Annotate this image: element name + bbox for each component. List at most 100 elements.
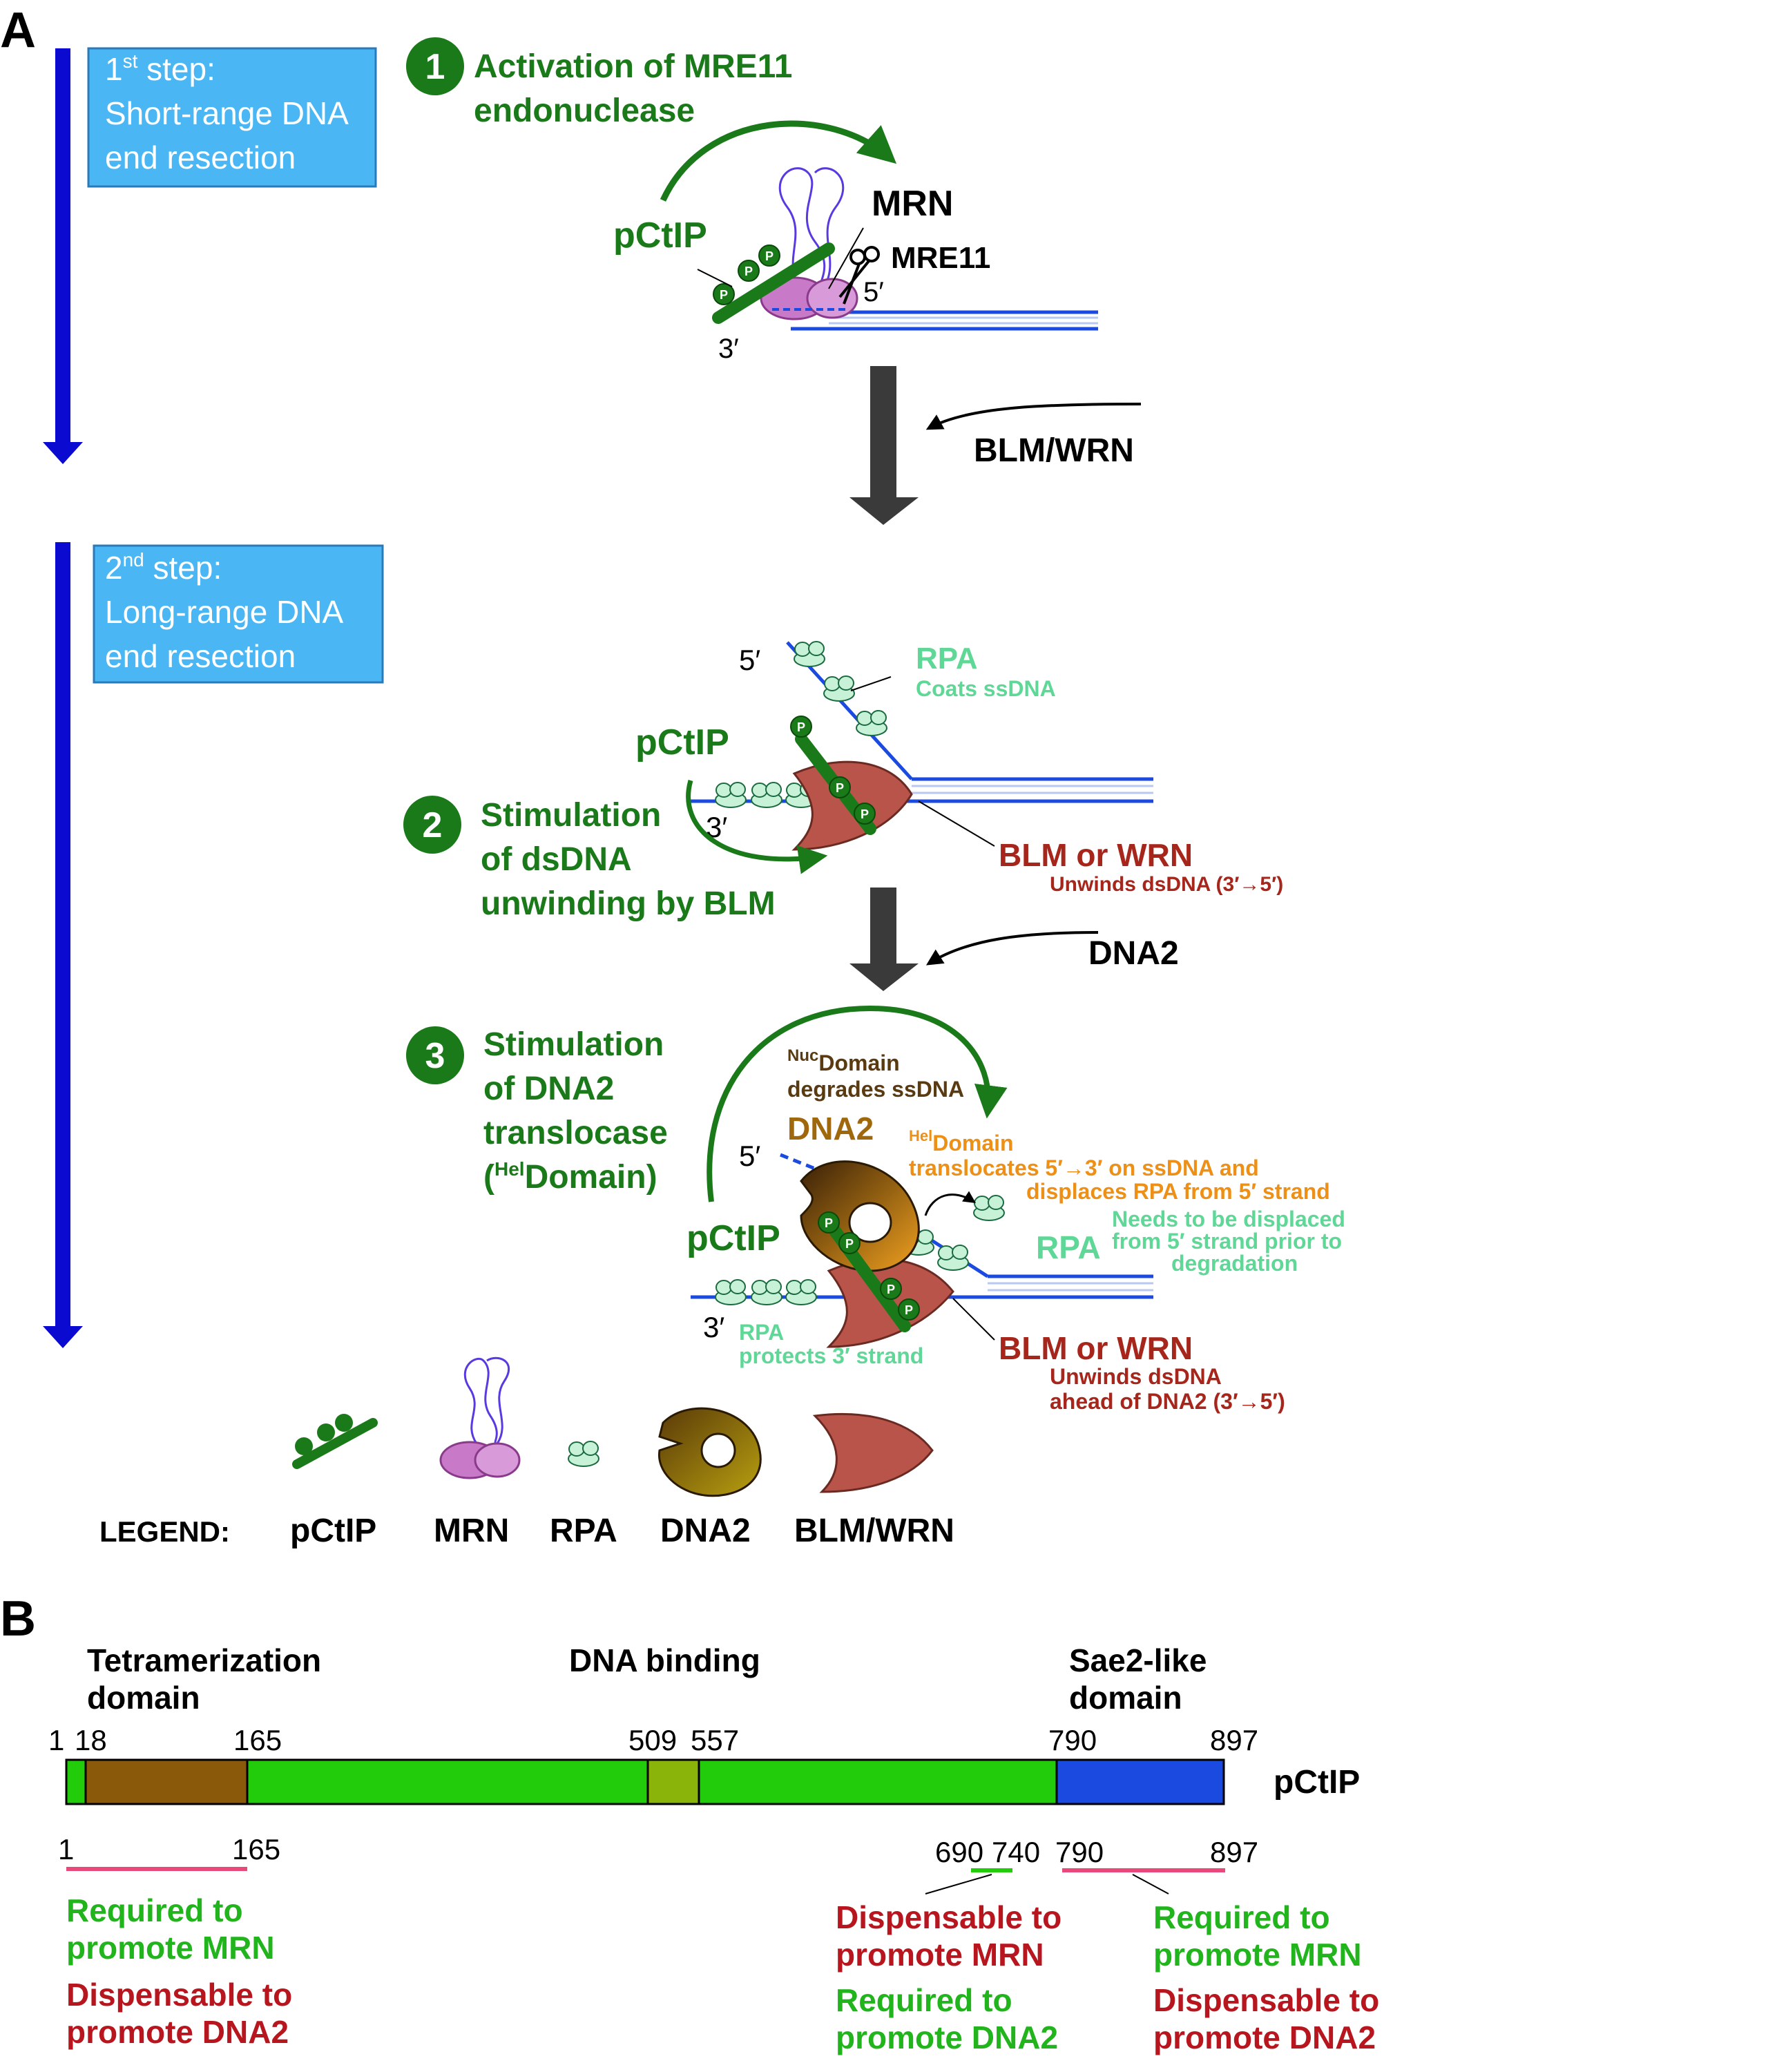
unwinds3-line1: Unwinds dsDNA: [1050, 1364, 1222, 1389]
rpa-5prime-a: [794, 641, 825, 667]
label-rpa-coats: Coats ssDNA: [916, 676, 1056, 701]
event1-arrow: [660, 120, 897, 202]
dna-duplex-1: [774, 310, 1098, 331]
pctip-complex-3: P P P P: [818, 1211, 920, 1332]
region3-start: 790: [1055, 1836, 1104, 1868]
panel-b-label: B: [0, 1591, 36, 1647]
label-3prime-3: 3′: [703, 1311, 724, 1343]
svg-text:P: P: [836, 781, 844, 795]
domain-dna-binding: DNA binding: [569, 1642, 760, 1678]
timeline-arrow-2: [43, 542, 83, 1348]
step1-word: step:: [137, 51, 215, 87]
step2-line2: Long-range DNA: [105, 594, 344, 630]
event2-line2: of dsDNA: [481, 841, 632, 878]
label-blm-or-wrn-3: BLM or WRN: [999, 1330, 1193, 1366]
nuc-line1: Domain: [818, 1051, 899, 1075]
rpa-5prime-b: [823, 675, 855, 702]
svg-text:2: 2: [423, 805, 443, 845]
region2-a: Dispensable to: [836, 1899, 1061, 1935]
label-dna2: DNA2: [787, 1111, 874, 1147]
event3-rest: Domain): [525, 1159, 657, 1196]
region1-d: promote DNA2: [66, 2014, 289, 2050]
label-blm-or-wrn-2: BLM or WRN: [999, 837, 1193, 873]
legend-rpa: RPA: [550, 1513, 617, 1549]
hel-line1: Domain: [932, 1131, 1013, 1155]
rpa-prot-line2: protects 3′ strand: [739, 1343, 923, 1368]
event3-sup: Hel: [494, 1158, 525, 1180]
pctip-complex-2: P P P: [790, 716, 876, 835]
region2-start: 690: [935, 1836, 983, 1868]
region3-end: 897: [1210, 1836, 1258, 1868]
timeline-arrow-1: [43, 48, 83, 464]
protein-label: pCtIP: [1274, 1764, 1360, 1801]
label-5prime-2: 5′: [739, 644, 760, 676]
rpa-3prime-e: [751, 1279, 782, 1305]
pos-509: 509: [628, 1724, 677, 1756]
label-mre11: MRE11: [891, 241, 990, 275]
svg-text:2nd step:: 2nd step:: [105, 549, 222, 586]
step1-line3: end resection: [105, 140, 296, 175]
rpa-3prime-b: [751, 782, 782, 808]
domain-tetra-line2: domain: [87, 1680, 200, 1716]
rpa-3prime-a: [715, 782, 747, 808]
svg-text:1: 1: [425, 47, 445, 87]
svg-text:HelDomain: HelDomain: [909, 1127, 1014, 1155]
blmwrn-arrow: [925, 403, 1142, 430]
label-blmwrn: BLM/WRN: [974, 432, 1134, 469]
pctip-complex-1: P P P: [697, 242, 835, 324]
rpa-need-line1: Needs to be displaced: [1112, 1207, 1345, 1231]
rpa-displaced: [973, 1195, 1005, 1221]
legend-pctip: pCtIP: [290, 1513, 376, 1549]
region1-c: Dispensable to: [66, 1977, 292, 2013]
region3-d: promote DNA2: [1153, 2020, 1376, 2055]
legend-icon-blmwrn: [812, 1413, 934, 1493]
nuc-sup: Nuc: [787, 1046, 818, 1065]
legend-icon-pctip: [292, 1414, 378, 1469]
label-rpa-3: RPA: [1036, 1229, 1101, 1265]
region3-c: Dispensable to: [1153, 1982, 1379, 2018]
label-3prime-1: 3′: [718, 334, 739, 364]
step2-sup: nd: [123, 549, 144, 570]
svg-text:P: P: [825, 1216, 833, 1230]
event3-line2: of DNA2: [483, 1071, 614, 1107]
pos-1: 1: [48, 1724, 64, 1756]
svg-text:P: P: [797, 720, 805, 734]
scissors-icon: [838, 246, 880, 305]
svg-text:P: P: [887, 1283, 895, 1296]
svg-text:3: 3: [425, 1036, 445, 1076]
svg-text:P: P: [765, 249, 774, 263]
rpa-prot-line1: RPA: [739, 1320, 784, 1345]
pos-790: 790: [1048, 1724, 1097, 1756]
event1-line2: endonuclease: [474, 93, 695, 129]
step1-line2: Short-range DNA: [105, 95, 349, 131]
mrn-complex-1: [760, 167, 858, 320]
unwinds3-line2: ahead of DNA2 (3′→5′): [1050, 1389, 1285, 1414]
domain-sae-line1: Sae2-like: [1069, 1642, 1207, 1678]
progress-arrow-1: [849, 366, 919, 525]
region2-d: promote DNA2: [836, 2020, 1058, 2055]
progress-arrow-2: [849, 888, 919, 991]
label-pctip-2: pCtIP: [635, 722, 729, 762]
legend-icon-dna2: [657, 1407, 762, 1497]
svg-text:P: P: [861, 807, 869, 821]
step2-line3: end resection: [105, 638, 296, 674]
step1-box: 1st step: Short-range DNA end resection: [87, 47, 377, 188]
svg-text:(HelDomain): (HelDomain): [483, 1158, 657, 1196]
label-5prime-1: 5′: [863, 277, 884, 307]
region1-a: Required to: [66, 1892, 243, 1928]
label-dna2-enzyme: DNA2: [1088, 935, 1179, 972]
region3-b: promote MRN: [1153, 1937, 1362, 1973]
rpa-need-line3: degradation: [1171, 1251, 1298, 1276]
rpa-3prime-d: [715, 1279, 747, 1305]
rpa-need-line2: from 5′ strand prior to: [1112, 1229, 1342, 1254]
hel-line2: translocates 5′→3′ on ssDNA and: [909, 1155, 1259, 1180]
rpa-5prime-e: [937, 1245, 969, 1271]
event2-arrow: [686, 780, 828, 874]
event1-line1: Activation of MRE11: [474, 48, 792, 85]
rpa-3prime-f: [785, 1279, 817, 1305]
region3-a: Required to: [1153, 1899, 1330, 1935]
region1-b: promote MRN: [66, 1930, 275, 1966]
step1-sup: st: [123, 50, 138, 72]
label-5prime-3: 5′: [739, 1140, 760, 1172]
label-rpa-2: RPA: [916, 642, 978, 675]
